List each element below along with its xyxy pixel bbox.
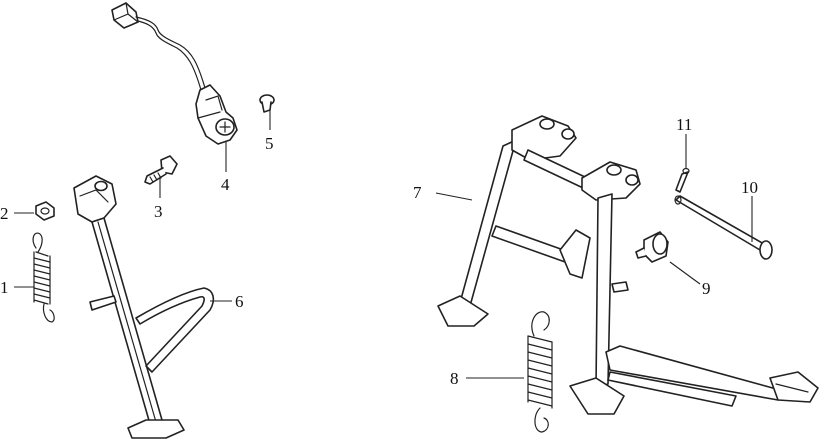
- callout-7: 7: [413, 183, 422, 202]
- nut-part: [35, 201, 55, 221]
- main-stand-part: [437, 115, 819, 415]
- leader-7: [435, 192, 473, 201]
- screw-part: [259, 94, 275, 113]
- callout-10: 10: [741, 178, 758, 197]
- callout-6: 6: [235, 292, 244, 311]
- sidestand-switch-part: [111, 2, 238, 145]
- callout-5: 5: [265, 134, 274, 153]
- callout-labels: 1 2 3 4 5 6 7 8 9 10 11: [0, 115, 758, 388]
- callout-4: 4: [221, 175, 230, 194]
- callout-9: 9: [702, 279, 711, 298]
- pivot-bolt-part: [144, 155, 178, 185]
- pivot-shaft-part: [674, 195, 773, 260]
- callout-11: 11: [676, 115, 692, 134]
- side-stand-part: [73, 175, 215, 439]
- stopper-part: [635, 231, 669, 263]
- callout-2: 2: [0, 204, 9, 223]
- callout-8: 8: [450, 369, 459, 388]
- callout-3: 3: [154, 202, 163, 221]
- callout-1: 1: [0, 278, 9, 297]
- main-stand-spring-part: [527, 311, 553, 433]
- cotter-pin-part: [675, 167, 690, 193]
- sidestand-spring-part: [32, 232, 55, 323]
- leader-9: [669, 261, 701, 285]
- leader-lines: [14, 110, 753, 379]
